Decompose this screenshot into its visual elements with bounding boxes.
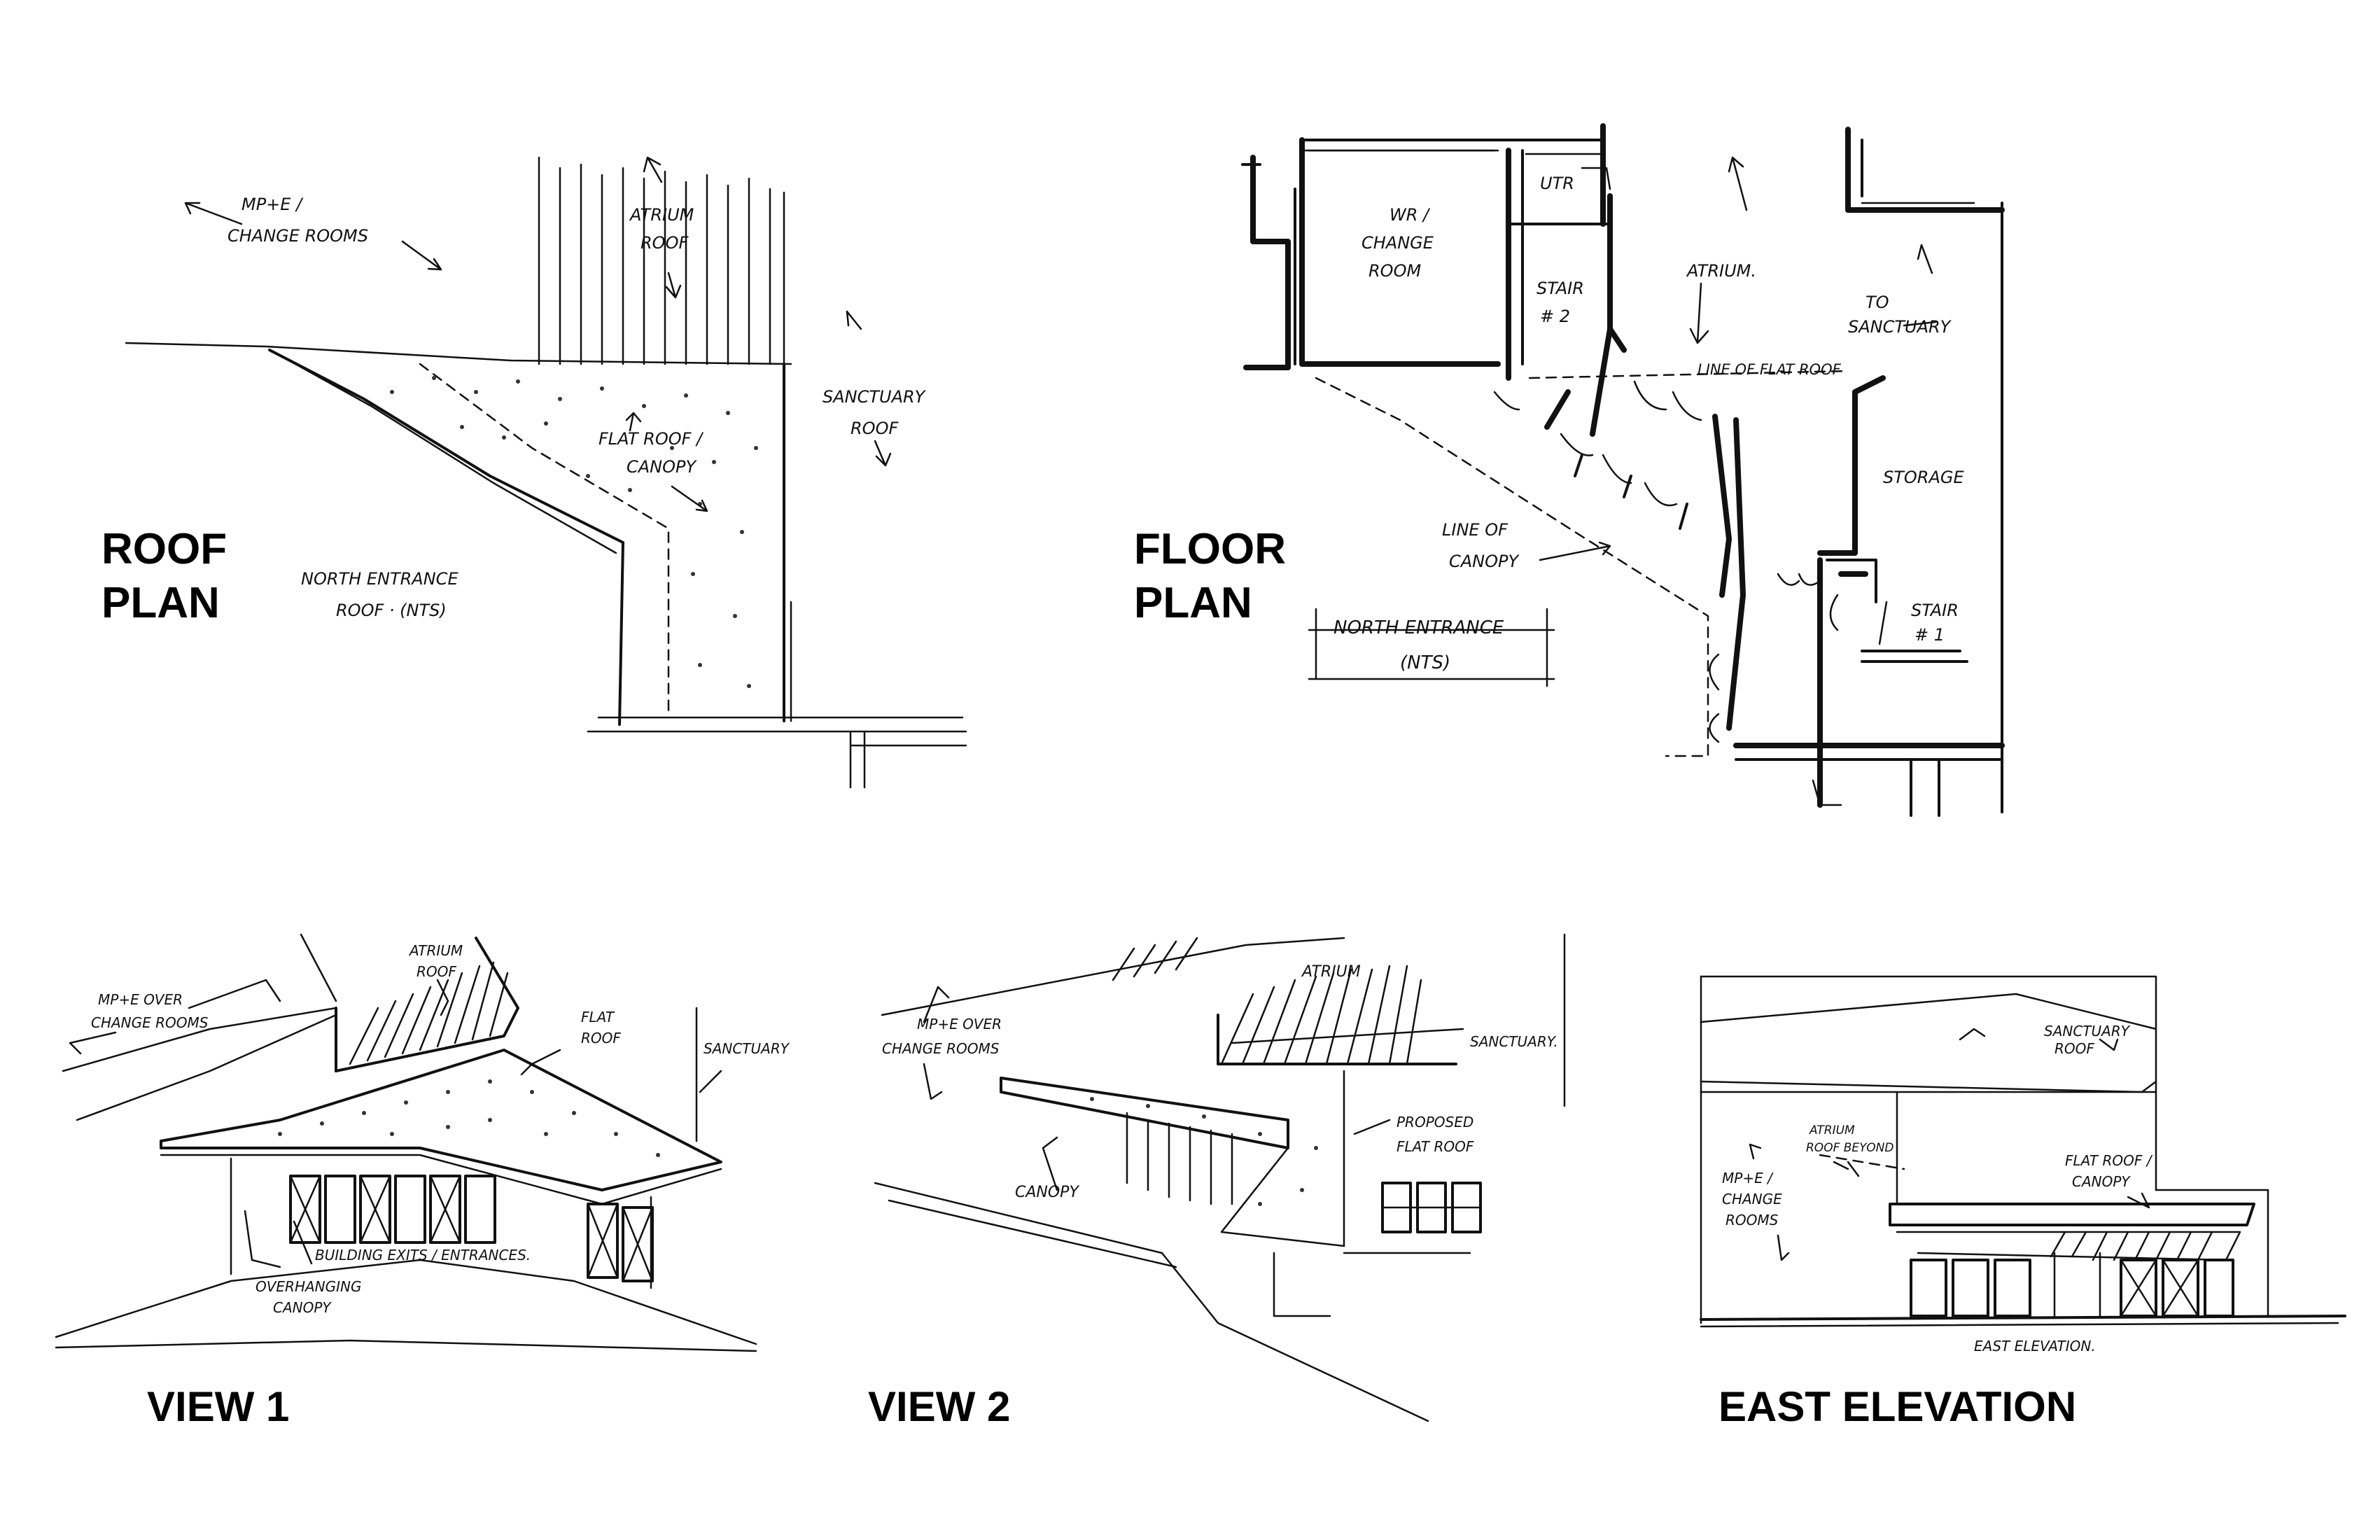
- elevation-note-flat-roof: FLAT ROOF / CANOPY: [2065, 1152, 2156, 1190]
- east-elevation-title: EAST ELEVATION: [1718, 1383, 2076, 1430]
- floor-plan-title: FLOOR PLAN: [1134, 525, 1298, 627]
- floor-plan-sketch: WR / CHANGE ROOM UTR STAIR # 2 ATRIUM. T…: [1134, 123, 2005, 817]
- elevation-note-mpe: MP+E / CHANGE ROOMS: [1722, 1170, 1786, 1228]
- view1-note-exits: BUILDING EXITS / ENTRANCES.: [315, 1247, 531, 1264]
- elevation-note-atrium-beyond: ATRIUM ROOF BEYOND: [1806, 1124, 1893, 1155]
- elevation-note-caption: EAST ELEVATION.: [1974, 1338, 2096, 1354]
- view2-note-sanctuary: SANCTUARY.: [1470, 1033, 1558, 1050]
- roof-plan-title: ROOF PLAN: [102, 525, 239, 627]
- east-elevation-sketch: SANCTUARY ROOF ATRIUM ROOF BEYOND MP+E /…: [1700, 975, 2346, 1430]
- view1-note-mpe: MP+E OVER CHANGE ROOMS: [91, 991, 209, 1031]
- view2-note-proposed: PROPOSED FLAT ROOF: [1396, 1114, 1478, 1155]
- roof-plan-note-atrium-roof: ATRIUM ROOF: [629, 205, 699, 253]
- roof-plan-note-north-entrance: NORTH ENTRANCE ROOF · (NTS): [301, 569, 463, 620]
- floor-plan-note-wr: WR / CHANGE ROOM: [1362, 205, 1439, 281]
- floor-plan-note-utr: UTR: [1540, 174, 1574, 193]
- view2-note-mpe: MP+E OVER CHANGE ROOMS: [882, 1016, 1006, 1057]
- floor-plan-note-to-sanctuary: TO SANCTUARY: [1848, 293, 1952, 337]
- roof-plan-note-mpe: MP+E / CHANGE ROOMS: [227, 195, 368, 246]
- elevation-note-sanctuary-roof: SANCTUARY ROOF: [2044, 1023, 2134, 1057]
- view1-sketch: ATRIUM ROOF MP+E OVER CHANGE ROOMS FLAT …: [55, 933, 790, 1430]
- roof-plan-note-flat-roof: FLAT ROOF / CANOPY: [598, 429, 708, 477]
- floor-plan-note-north-entrance: NORTH ENTRANCE (NTS): [1334, 617, 1510, 673]
- view1-note-sanctuary: SANCTUARY: [704, 1040, 790, 1057]
- view2-note-atrium: ATRIUM: [1301, 963, 1361, 981]
- floor-plan-note-stair2: STAIR # 2: [1536, 279, 1590, 326]
- floor-plan-note-atrium: ATRIUM.: [1686, 261, 1756, 281]
- roof-plan-note-sanctuary-roof: SANCTUARY ROOF: [822, 387, 930, 438]
- view2-sketch: ATRIUM MP+E OVER CHANGE ROOMS SANCTUARY.…: [868, 933, 1566, 1430]
- view1-note-canopy: OVERHANGING CANOPY: [255, 1278, 366, 1316]
- view1-note-flat-roof: FLAT ROOF: [581, 1009, 621, 1046]
- floor-plan-note-line-flat-roof: LINE OF FLAT ROOF: [1698, 361, 1842, 378]
- roof-plan-sketch: MP+E / CHANGE ROOMS ATRIUM ROOF SANCTUAR…: [102, 156, 967, 789]
- floor-plan-note-storage: STORAGE: [1883, 468, 1964, 487]
- view2-note-canopy: CANOPY: [1015, 1184, 1079, 1201]
- view1-note-atrium-roof: ATRIUM ROOF: [408, 942, 468, 980]
- floor-plan-note-line-canopy: LINE OF CANOPY: [1442, 520, 1520, 571]
- view1-title: VIEW 1: [147, 1383, 289, 1430]
- view2-title: VIEW 2: [868, 1383, 1010, 1430]
- floor-plan-note-stair1: STAIR # 1: [1911, 601, 1964, 645]
